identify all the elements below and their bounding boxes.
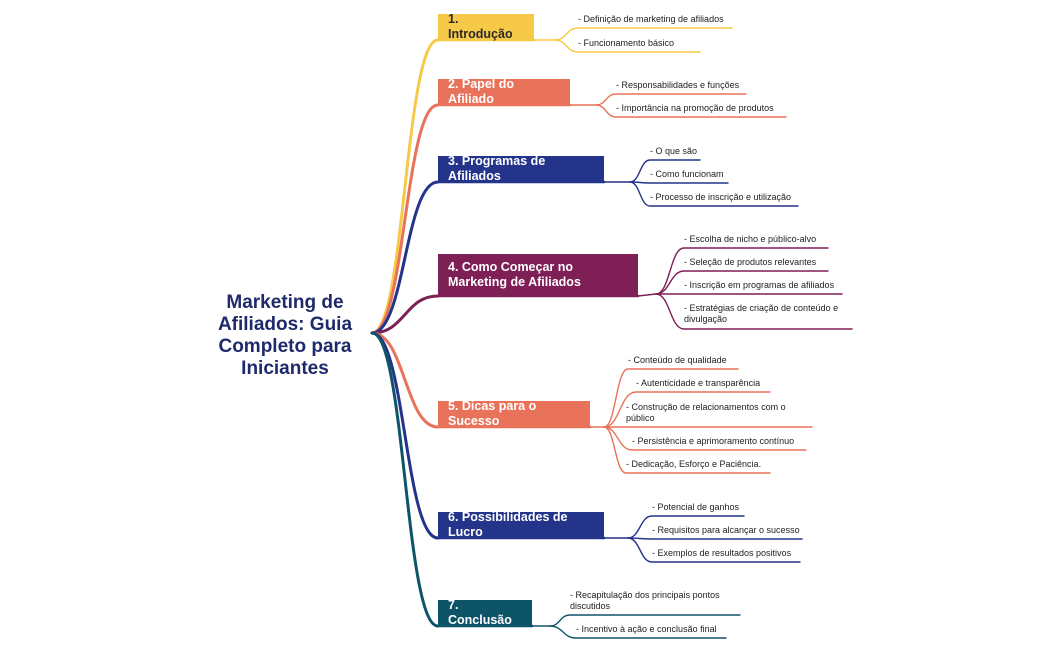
root-connector: [370, 294, 440, 335]
leaf-connector: [629, 181, 729, 184]
branch-conclusao: 7. Conclusão: [438, 598, 532, 627]
branch-papel-do-afiliado: 2. Papel do Afiliado: [438, 77, 570, 106]
central-topic-line-4: Iniciantes: [241, 358, 329, 379]
leaf-item: - Funcionamento básico: [578, 38, 675, 48]
branch-label: 3. Programas de Afiliados: [448, 154, 546, 183]
leaf-item: - Processo de inscrição e utilização: [650, 192, 792, 202]
leaf-item: - Autenticidade e transparência: [636, 378, 761, 388]
root-connector: [370, 331, 440, 628]
branch-como-comecar: 4. Como Começar no Marketing de Afiliado…: [438, 254, 638, 296]
leaf-item: - O que são: [650, 146, 698, 156]
leaf-item: - Estratégias de criação de conteúdo e d…: [684, 303, 839, 324]
leaf-connector: [595, 93, 747, 106]
leaf-connector: [603, 426, 771, 474]
leaf-connector: [603, 368, 739, 428]
branch-programas-de-afiliados: 3. Programas de Afiliados: [438, 154, 604, 183]
central-topic: Marketing de Afiliados: Guia Completo pa…: [205, 292, 365, 380]
branch-label: 7. Conclusão: [448, 598, 512, 627]
leaf-connector: [554, 27, 733, 41]
leaf-item: - Recapitulação dos principais pontos di…: [570, 590, 720, 611]
leaf-item: - Responsabilidades e funções: [616, 80, 740, 90]
leaf-item: - Persistência e aprimoramento contínuo: [632, 436, 795, 446]
root-connector: [370, 331, 440, 429]
leaf-item: - Seleção de produtos relevantes: [684, 257, 817, 267]
leaf-item: - Construção de relacionamentos com o pú…: [626, 402, 786, 423]
leaf-connector: [655, 247, 829, 295]
leaf-connector: [595, 104, 787, 118]
branch-label: 1. Introdução: [448, 12, 513, 41]
leaf-connector: [629, 181, 799, 207]
leaf-item: - Conteúdo de qualidade: [628, 355, 727, 365]
leaf-item: - Importância na promoção de produtos: [616, 103, 774, 113]
root-connector: [370, 331, 440, 540]
leaf-item: - Incentivo à ação e conclusão final: [576, 624, 717, 634]
leaf-connector: [603, 426, 807, 451]
root-connector: [370, 180, 440, 335]
leaf-item: - Exemplos de resultados positivos: [652, 548, 792, 558]
central-topic-line-3: Completo para: [218, 336, 352, 357]
central-topic-line-2: Afiliados: Guia: [217, 314, 353, 335]
branch-connector: [637, 293, 657, 297]
leaf-item: - Requisitos para alcançar o sucesso: [652, 525, 800, 535]
root-connector: [370, 103, 440, 335]
leaf-connector: [629, 159, 701, 183]
leaf-item: - Escolha de nicho e público-alvo: [684, 234, 817, 244]
leaf-connector: [603, 391, 771, 428]
branch-introducao: 1. Introdução: [438, 12, 534, 41]
leaf-item: - Inscrição em programas de afiliados: [684, 280, 835, 290]
leaf-connector: [655, 293, 853, 330]
central-topic-line-1: Marketing de: [226, 292, 344, 313]
leaf-connector: [627, 515, 745, 539]
leaf-connector: [627, 537, 801, 563]
branch-label: 6. Possibilidades de Lucro: [448, 510, 568, 539]
leaf-connector: [627, 537, 803, 540]
branch-label: 4. Como Começar no Marketing de Afiliado…: [448, 260, 581, 289]
leaf-item: - Como funcionam: [650, 169, 724, 179]
leaf-item: - Definição de marketing de afiliados: [578, 14, 724, 24]
leaf-connector: [554, 39, 701, 53]
leaf-item: - Dedicação, Esforço e Paciência.: [626, 459, 762, 469]
leaf-connector: [655, 270, 829, 295]
branch-dicas-para-o-sucesso: 5. Dicas para o Sucesso: [438, 399, 590, 428]
leaf-connector: [549, 625, 727, 639]
root-connector: [370, 38, 440, 335]
branch-possibilidades-de-lucro: 6. Possibilidades de Lucro: [438, 510, 604, 539]
branch-label: 5. Dicas para o Sucesso: [448, 399, 537, 428]
leaf-item: - Potencial de ganhos: [652, 502, 740, 512]
branch-label: 2. Papel do Afiliado: [448, 77, 514, 106]
